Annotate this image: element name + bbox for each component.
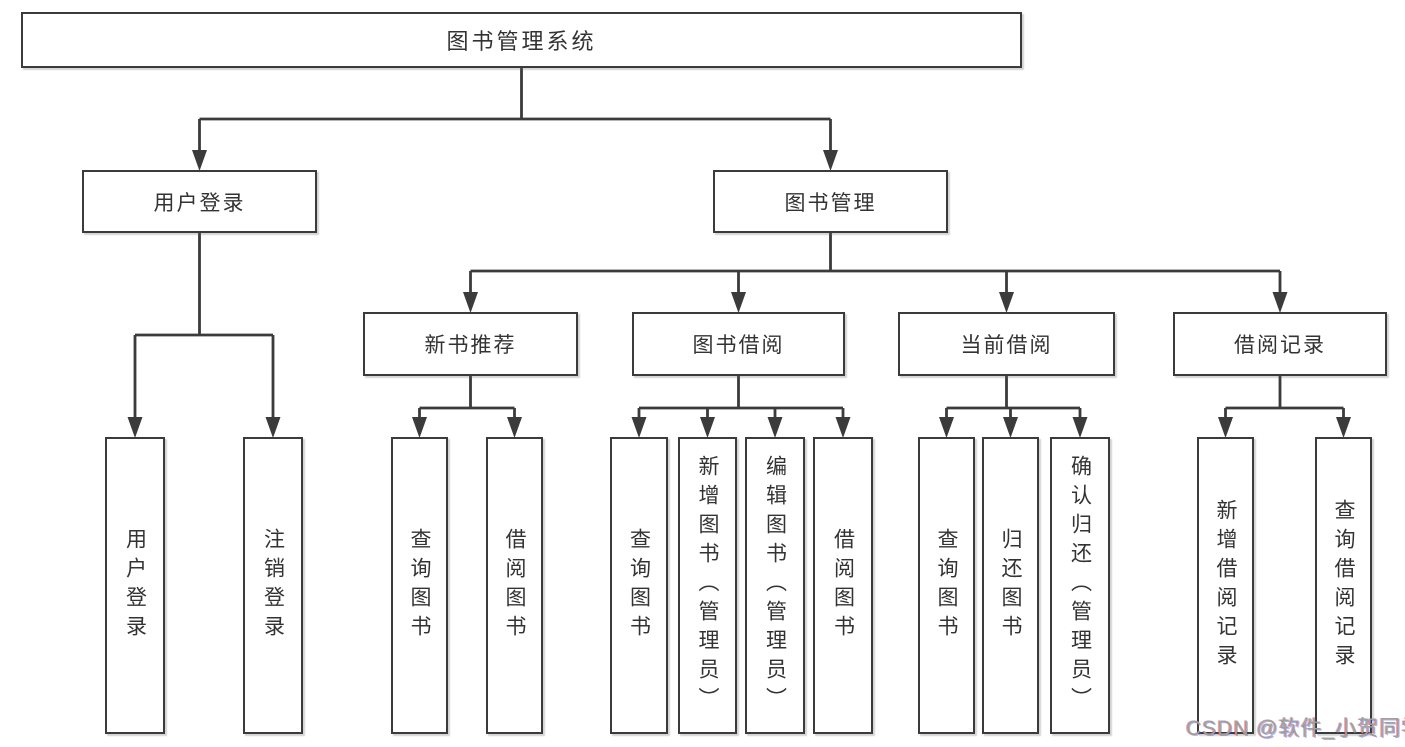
node-bb-add: 新增图书（管理员） <box>678 437 737 734</box>
node-label: 当前借阅 <box>960 334 1053 357</box>
node-label: 借阅图书 <box>831 527 855 644</box>
node-label: 查询图书 <box>408 527 431 644</box>
node-book-management: 图书管理 <box>713 170 948 233</box>
node-label: 借阅图书 <box>503 527 526 644</box>
node-label: 新增借阅记录 <box>1214 498 1237 673</box>
node-nbr-query: 查询图书 <box>391 437 448 734</box>
node-cb-query: 查询图书 <box>918 437 975 734</box>
node-label: 图书借阅 <box>692 334 785 357</box>
node-label: 新增图书（管理员） <box>696 455 719 716</box>
node-bb-edit: 编辑图书（管理员） <box>745 437 805 734</box>
node-bb-query: 查询图书 <box>610 437 668 734</box>
node-label: 注销登录 <box>261 527 285 644</box>
node-br-add: 新增借阅记录 <box>1197 437 1254 734</box>
node-label: 查询图书 <box>935 527 958 644</box>
node-label: 确认归还（管理员） <box>1068 455 1092 716</box>
node-ul-logout: 注销登录 <box>243 437 303 734</box>
node-label: 归还图书 <box>999 527 1022 644</box>
node-nbr-borrow: 借阅图书 <box>486 437 543 734</box>
node-new-book-recommend: 新书推荐 <box>363 312 578 376</box>
node-label: 编辑图书（管理员） <box>763 455 787 716</box>
node-label: 新书推荐 <box>424 334 517 357</box>
node-label: 借阅记录 <box>1234 334 1326 357</box>
node-label: 图书管理系统 <box>446 29 597 54</box>
node-root: 图书管理系统 <box>21 12 1022 68</box>
node-book-borrow: 图书借阅 <box>632 312 845 376</box>
node-br-query: 查询借阅记录 <box>1315 437 1372 734</box>
watermark-text: CSDN @软件_小贺同学 <box>1186 717 1405 740</box>
node-current-borrow: 当前借阅 <box>898 312 1115 376</box>
node-bb-borrow: 借阅图书 <box>813 437 873 734</box>
node-label: 用户登录 <box>153 191 246 215</box>
node-cb-return: 归还图书 <box>982 437 1039 734</box>
node-label: 查询借阅记录 <box>1332 498 1355 673</box>
node-user-login: 用户登录 <box>82 170 317 233</box>
node-ul-login: 用户登录 <box>105 437 165 734</box>
node-cb-confirm: 确认归还（管理员） <box>1050 437 1110 734</box>
node-label: 查询图书 <box>627 527 651 644</box>
node-borrow-record: 借阅记录 <box>1173 312 1387 376</box>
node-label: 图书管理 <box>784 191 877 215</box>
node-label: 用户登录 <box>123 527 147 644</box>
